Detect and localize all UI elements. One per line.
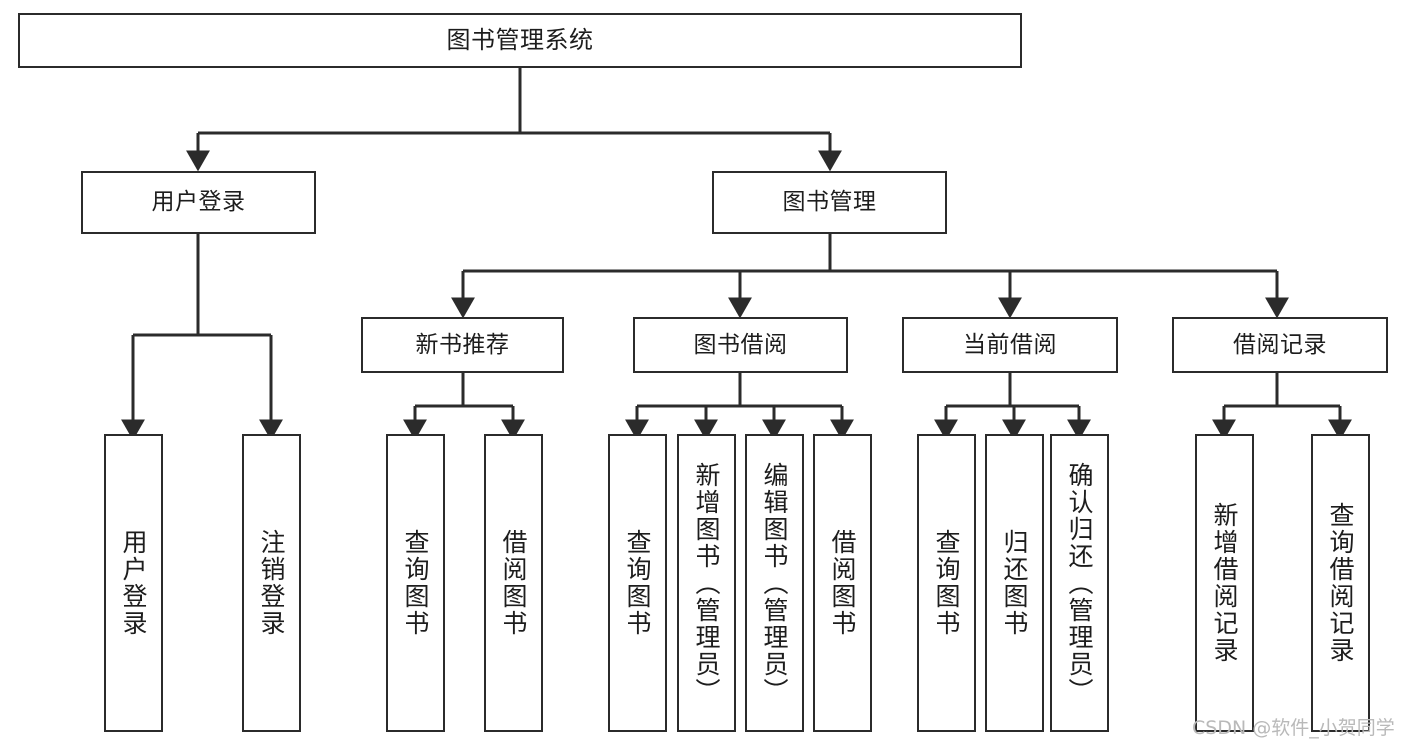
node-label: 查询借阅记录 <box>1326 502 1355 664</box>
node-label: 用户登录 <box>119 529 148 637</box>
leaf-current-borrow-query-book[interactable]: 查询图书 <box>917 434 976 732</box>
node-label: 借阅图书 <box>828 529 857 637</box>
node-label: 编辑图书（管理员） <box>760 461 789 705</box>
node-label: 查询图书 <box>932 529 961 637</box>
node-root-book-management-system[interactable]: 图书管理系统 <box>18 13 1022 68</box>
node-book-borrow[interactable]: 图书借阅 <box>633 317 848 373</box>
node-label: 图书管理系统 <box>446 25 594 54</box>
node-label: 图书管理 <box>782 189 877 216</box>
node-label: 借阅图书 <box>499 529 528 637</box>
node-label: 新书推荐 <box>415 331 510 358</box>
node-label: 查询图书 <box>401 529 430 637</box>
node-label: 用户登录 <box>151 189 246 216</box>
node-book-management[interactable]: 图书管理 <box>712 171 947 234</box>
leaf-user-login-login[interactable]: 用户登录 <box>104 434 163 732</box>
node-label: 确认归还（管理员） <box>1065 461 1094 705</box>
node-label: 借阅记录 <box>1233 331 1327 358</box>
leaf-new-book-borrow-book[interactable]: 借阅图书 <box>484 434 543 732</box>
leaf-book-borrow-add-book[interactable]: 新增图书（管理员） <box>677 434 736 732</box>
leaf-borrow-record-query-record[interactable]: 查询借阅记录 <box>1311 434 1370 732</box>
csdn-watermark: CSDN @软件_小贺同学 <box>1192 717 1395 739</box>
node-label: 注销登录 <box>257 529 286 637</box>
node-label: 查询图书 <box>623 529 652 637</box>
node-label: 图书借阅 <box>693 331 788 358</box>
leaf-book-borrow-borrow-book[interactable]: 借阅图书 <box>813 434 872 732</box>
node-borrow-record[interactable]: 借阅记录 <box>1172 317 1388 373</box>
leaf-book-borrow-query-book[interactable]: 查询图书 <box>608 434 667 732</box>
leaf-borrow-record-add-record[interactable]: 新增借阅记录 <box>1195 434 1254 732</box>
leaf-new-book-query-book[interactable]: 查询图书 <box>386 434 445 732</box>
node-label: 归还图书 <box>1000 529 1029 637</box>
leaf-current-borrow-return-book[interactable]: 归还图书 <box>985 434 1044 732</box>
node-label: 当前借阅 <box>963 331 1057 358</box>
leaf-current-borrow-confirm-return[interactable]: 确认归还（管理员） <box>1050 434 1109 732</box>
node-current-borrow[interactable]: 当前借阅 <box>902 317 1118 373</box>
node-label: 新增图书（管理员） <box>692 461 721 705</box>
node-user-login[interactable]: 用户登录 <box>81 171 316 234</box>
node-new-book-recommend[interactable]: 新书推荐 <box>361 317 564 373</box>
node-label: 新增借阅记录 <box>1210 502 1239 664</box>
leaf-book-borrow-edit-book[interactable]: 编辑图书（管理员） <box>745 434 804 732</box>
leaf-user-login-logout[interactable]: 注销登录 <box>242 434 301 732</box>
